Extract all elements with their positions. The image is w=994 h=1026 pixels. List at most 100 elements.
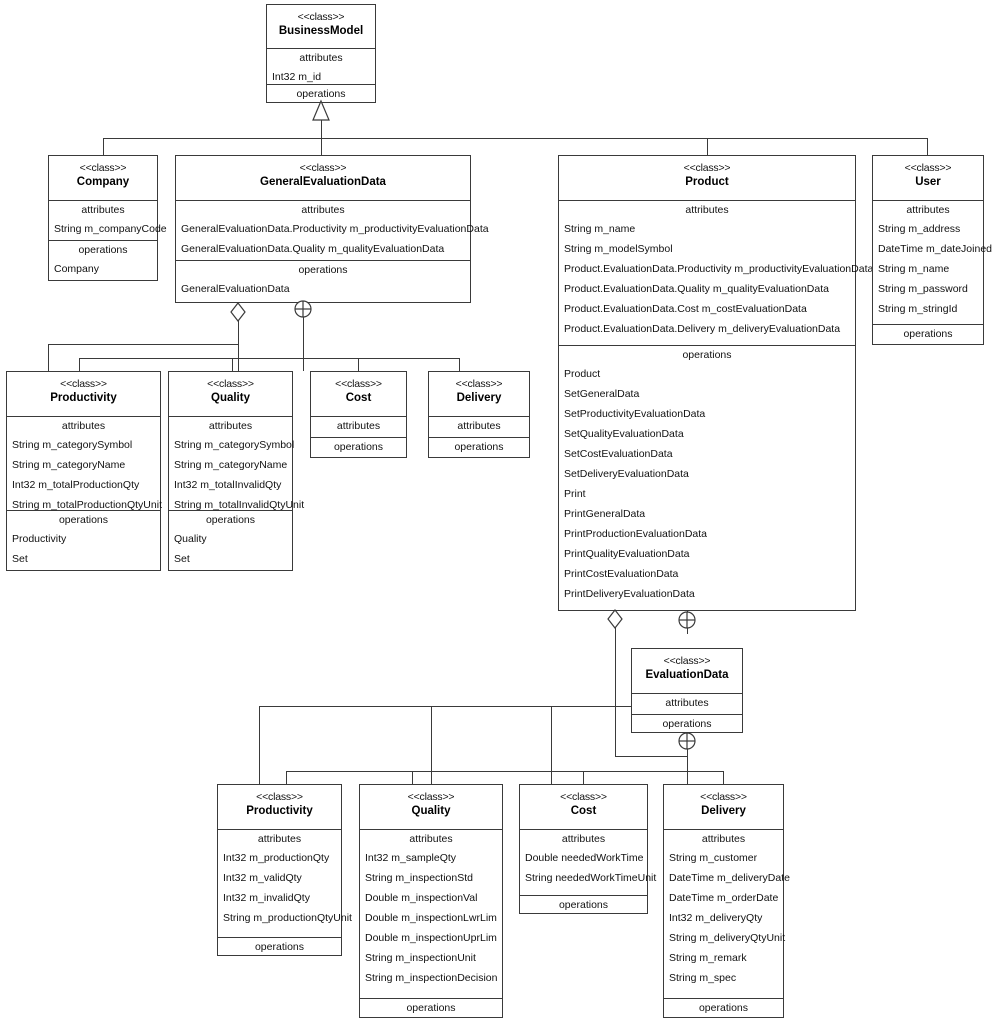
class-header-evaluation-data: <<class>> EvaluationData (632, 649, 742, 694)
class-header-user: <<class>> User (873, 156, 983, 201)
nesting-drop-eval-productivity (286, 771, 287, 784)
nesting-drop-eval-cost (583, 771, 584, 784)
attribute-item: DateTime m_orderDate (669, 892, 779, 904)
attributes-label: attributes (301, 204, 345, 216)
inheritance-stem-businessmodel (321, 118, 322, 138)
operations-compartment-company: operations Company (49, 241, 157, 281)
class-header-eval-quality: <<class>> Quality (360, 785, 502, 830)
attributes-compartment-business-model: attributes Int32 m_id (267, 49, 375, 85)
attribute-item: String m_password (878, 283, 968, 295)
class-box-gen-productivity[interactable]: <<class>> Productivity attributes String… (6, 371, 162, 571)
nesting-bar-evaluationdata (286, 771, 723, 772)
class-name-label: Delivery (701, 805, 746, 817)
aggregation-bar-product (259, 706, 687, 707)
operation-item: Productivity (12, 533, 67, 545)
attribute-item: String m_name (878, 263, 950, 275)
inheritance-drop-product (707, 138, 708, 155)
stereotype-label: <<class>> (904, 162, 952, 174)
operation-item: SetDeliveryEvaluationData (564, 468, 689, 480)
attributes-label: attributes (208, 420, 253, 432)
attribute-item: Product.EvaluationData.Productivity m_pr… (564, 263, 874, 275)
attributes-compartment-product: attributes String m_name String m_modelS… (559, 201, 874, 346)
class-box-gen-quality[interactable]: <<class>> Quality attributes String m_ca… (168, 371, 305, 571)
stereotype-label: <<class>> (663, 655, 711, 667)
operations-compartment-business-model: operations (267, 85, 375, 103)
attributes-label: attributes (336, 420, 381, 432)
attribute-item: String m_totalInvalidQtyUnit (174, 499, 305, 511)
aggregation-drop-eval-cost (551, 706, 552, 784)
attributes-label: attributes (665, 697, 709, 709)
class-name-label: Delivery (456, 392, 502, 404)
class-name-label: BusinessModel (278, 25, 364, 37)
stereotype-label: <<class>> (297, 11, 345, 23)
class-name-label: Productivity (246, 805, 313, 817)
class-header-company: <<class>> Company (49, 156, 157, 201)
class-box-gen-delivery[interactable]: <<class>> Delivery attributes operations (428, 371, 530, 458)
class-name-label: Quality (411, 805, 451, 817)
stereotype-label: <<class>> (299, 162, 347, 174)
class-box-eval-quality[interactable]: <<class>> Quality attributes Int32 m_sam… (359, 784, 503, 1018)
stereotype-label: <<class>> (407, 791, 455, 803)
operations-compartment-user: operations (873, 325, 983, 344)
nesting-drop-eval-delivery (723, 771, 724, 784)
class-box-product[interactable]: <<class>> Product attributes String m_na… (558, 155, 874, 611)
class-box-business-model[interactable]: <<class>> BusinessModel attributes Int32… (266, 4, 376, 103)
operations-label: operations (698, 1002, 749, 1014)
operation-item: SetGeneralData (564, 388, 640, 400)
operations-label: operations (78, 244, 128, 256)
operation-item: GeneralEvaluationData (181, 283, 290, 295)
attribute-item: String m_categorySymbol (12, 439, 133, 451)
attributes-label: attributes (561, 833, 606, 845)
operations-compartment-product: operations Product SetGeneralData SetPro… (559, 346, 855, 610)
operations-compartment-gen-productivity: operations Productivity Set (7, 511, 160, 570)
inheritance-drop-generalevaluationdata (321, 138, 322, 155)
operations-label: operations (58, 514, 109, 526)
attribute-item: String neededWorkTimeUnit (525, 872, 657, 884)
class-box-general-evaluation-data[interactable]: <<class>> GeneralEvaluationData attribut… (175, 155, 489, 303)
operation-item: PrintQualityEvaluationData (564, 548, 690, 560)
class-box-company[interactable]: <<class>> Company attributes String m_co… (48, 155, 167, 281)
attribute-item: String m_remark (669, 952, 747, 964)
operation-item: PrintCostEvaluationData (564, 568, 679, 580)
class-box-eval-productivity[interactable]: <<class>> Productivity attributes Int32 … (217, 784, 352, 956)
attribute-item: String m_categoryName (174, 459, 288, 471)
nested-class-circle-icon-generalevaluationdata (294, 300, 312, 318)
operations-label: operations (662, 718, 712, 730)
operation-item: Set (12, 553, 28, 565)
class-box-gen-cost[interactable]: <<class>> Cost attributes operations (310, 371, 407, 458)
class-box-evaluation-data[interactable]: <<class>> EvaluationData attributes oper… (631, 648, 743, 733)
class-box-user[interactable]: <<class>> User attributes String m_addre… (872, 155, 992, 345)
attribute-item: Int32 m_validQty (223, 872, 302, 884)
attributes-compartment-eval-cost: attributes Double neededWorkTime String … (520, 830, 657, 896)
attribute-item: Double neededWorkTime (525, 852, 644, 864)
attributes-compartment-eval-delivery: attributes String m_customer DateTime m_… (664, 830, 790, 999)
operations-label: operations (298, 264, 348, 276)
attribute-item: String m_productionQtyUnit (223, 912, 352, 924)
class-box-eval-delivery[interactable]: <<class>> Delivery attributes String m_c… (663, 784, 790, 1018)
attributes-label: attributes (906, 204, 950, 216)
attributes-label: attributes (409, 833, 453, 845)
class-header-business-model: <<class>> BusinessModel (267, 5, 375, 49)
attributes-compartment-eval-productivity: attributes Int32 m_productionQty Int32 m… (218, 830, 352, 938)
operation-item: Print (564, 488, 586, 500)
attributes-label: attributes (81, 204, 125, 216)
aggregation-stem-product (615, 625, 616, 756)
nesting-drop-gen-productivity (79, 358, 80, 371)
nesting-drop-eval-quality (412, 771, 413, 784)
inheritance-drop-company (103, 138, 104, 155)
attributes-compartment-company: attributes String m_companyCode (49, 201, 167, 241)
class-box-eval-cost[interactable]: <<class>> Cost attributes Double neededW… (519, 784, 657, 914)
nesting-stem-generalevaluationdata (303, 317, 304, 371)
operations-compartment-evaluation-data: operations (632, 715, 742, 734)
attributes-compartment-gen-delivery: attributes (429, 417, 529, 438)
operations-compartment-gen-delivery: operations (429, 438, 529, 457)
class-header-gen-delivery: <<class>> Delivery (429, 372, 529, 417)
attribute-item: Int32 m_sampleQty (365, 852, 457, 864)
class-name-label: Quality (211, 392, 250, 404)
attributes-compartment-gen-cost: attributes (311, 417, 406, 438)
attribute-item: String m_totalProductionQtyUnit (12, 499, 162, 511)
attributes-compartment-user: attributes String m_address DateTime m_d… (873, 201, 992, 325)
attribute-item: String m_inspectionStd (365, 872, 473, 884)
class-header-gen-quality: <<class>> Quality (169, 372, 292, 417)
class-name-label: Product (685, 176, 729, 188)
